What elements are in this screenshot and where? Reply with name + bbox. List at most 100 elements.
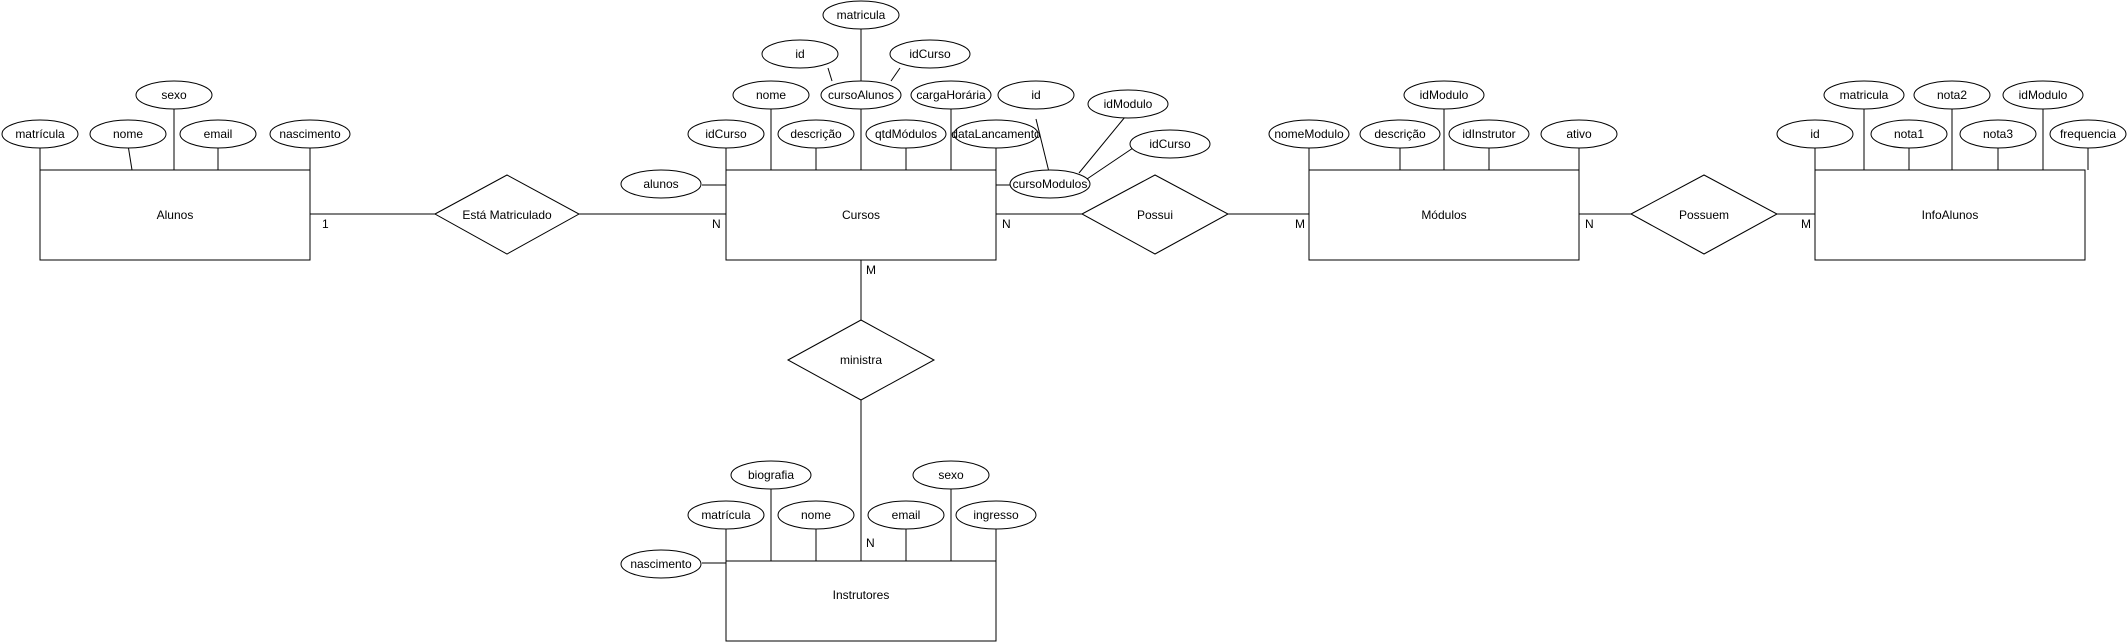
attribute-biografia: biografia	[730, 460, 812, 490]
svg-text:sexo: sexo	[938, 468, 964, 482]
svg-text:alunos: alunos	[643, 177, 678, 191]
svg-text:matricula: matricula	[837, 8, 886, 22]
attribute-nascimento: nascimento	[269, 119, 351, 149]
attribute-nota3: nota3	[1959, 119, 2037, 149]
cardinality-label: M	[1801, 217, 1811, 231]
svg-text:nomeModulo: nomeModulo	[1274, 127, 1344, 141]
svg-text:dataLancamento: dataLancamento	[951, 127, 1041, 141]
edge-attr	[1086, 147, 1134, 180]
entity-cursos: Cursos	[725, 169, 997, 261]
relationship-label: Possuem	[1679, 208, 1729, 222]
attribute-sexo: sexo	[135, 80, 213, 110]
attribute-nome: nome	[777, 500, 855, 530]
svg-text:matrícula: matrícula	[701, 508, 751, 522]
svg-text:matricula: matricula	[1840, 88, 1889, 102]
entity-info-alunos: InfoAlunos	[1814, 169, 2086, 261]
relationship-label: ministra	[840, 353, 882, 367]
attribute-nota2: nota2	[1913, 80, 1991, 110]
svg-text:idModulo: idModulo	[1420, 88, 1469, 102]
svg-text:id: id	[795, 47, 804, 61]
svg-text:nome: nome	[801, 508, 831, 522]
svg-text:sexo: sexo	[161, 88, 187, 102]
attribute-cargahoraria: cargaHorária	[910, 80, 992, 110]
attribute-matricula: matricula	[822, 0, 900, 30]
cardinality-label: N	[866, 536, 875, 550]
relationship-esta-matriculado: Está Matriculado	[433, 174, 581, 255]
svg-text:nascimento: nascimento	[630, 557, 692, 571]
relationship-ministra: ministra	[786, 319, 936, 401]
attribute-frequencia: frequencia	[2049, 119, 2127, 149]
cardinality-label: 1	[322, 217, 329, 231]
attribute-id: id	[761, 39, 839, 69]
svg-text:email: email	[892, 508, 921, 522]
svg-text:nota2: nota2	[1937, 88, 1967, 102]
attribute-email: email	[867, 500, 945, 530]
attribute-idmodulo: idModulo	[2002, 80, 2084, 110]
attribute-matricula: matrícula	[1, 119, 79, 149]
attribute-nome: nome	[89, 119, 167, 149]
relationship-possuem: Possuem	[1629, 174, 1779, 255]
svg-text:ativo: ativo	[1566, 127, 1592, 141]
svg-text:cursoModulos: cursoModulos	[1013, 177, 1088, 191]
svg-text:nascimento: nascimento	[279, 127, 341, 141]
attribute-sexo: sexo	[912, 460, 990, 490]
attribute-cursoalunos: cursoAlunos	[820, 80, 902, 110]
attribute-descricao: descrição	[1359, 119, 1441, 149]
attribute-nomemodulo: nomeModulo	[1268, 119, 1350, 149]
svg-text:nota1: nota1	[1894, 127, 1924, 141]
svg-text:ingresso: ingresso	[973, 508, 1019, 522]
cardinality-label: M	[1295, 217, 1305, 231]
entity-label: Módulos	[1421, 208, 1466, 222]
edge-attr	[127, 144, 133, 171]
entity-label: InfoAlunos	[1922, 208, 1979, 222]
svg-text:id: id	[1031, 88, 1040, 102]
attribute-cursomodulos: cursoModulos	[1009, 169, 1091, 199]
relationship-label: Está Matriculado	[462, 208, 552, 222]
cardinality-label: M	[866, 263, 876, 277]
svg-text:cursoAlunos: cursoAlunos	[828, 88, 894, 102]
svg-text:idModulo: idModulo	[1104, 97, 1153, 111]
entity-label: Cursos	[842, 208, 880, 222]
svg-text:idInstrutor: idInstrutor	[1462, 127, 1515, 141]
entity-instrutores: Instrutores	[725, 560, 997, 642]
attribute-datalancamento: dataLancamento	[951, 119, 1041, 149]
entity-modulos: Módulos	[1308, 169, 1580, 261]
attribute-nome: nome	[732, 80, 810, 110]
entity-label: Alunos	[157, 208, 194, 222]
cardinality-labels: 1 N N M N M M N	[322, 217, 1811, 550]
svg-text:nome: nome	[113, 127, 143, 141]
svg-text:idCurso: idCurso	[909, 47, 951, 61]
entity-label: Instrutores	[833, 588, 890, 602]
attribute-nascimento: nascimento	[620, 549, 702, 579]
svg-text:idCurso: idCurso	[1149, 137, 1191, 151]
cardinality-label: N	[712, 217, 721, 231]
svg-text:biografia: biografia	[748, 468, 794, 482]
attribute-idcurso: idCurso	[687, 119, 765, 149]
cardinality-label: N	[1585, 217, 1594, 231]
attribute-idmodulo: idModulo	[1087, 89, 1169, 119]
connector-lines	[39, 27, 2089, 564]
svg-text:nome: nome	[756, 88, 786, 102]
relationship-label: Possui	[1137, 208, 1173, 222]
edge-attr	[1078, 116, 1126, 174]
attribute-idcurso: idCurso	[889, 39, 971, 69]
edge-attr	[827, 67, 833, 82]
attribute-ativo: ativo	[1540, 119, 1618, 149]
attribute-idcurso: idCurso	[1129, 129, 1211, 159]
svg-text:frequencia: frequencia	[2060, 127, 2116, 141]
svg-text:qtdMódulos: qtdMódulos	[875, 127, 937, 141]
attribute-id: id	[1776, 119, 1854, 149]
attribute-alunos: alunos	[620, 169, 702, 199]
edge-attr	[890, 67, 901, 82]
attribute-ingresso: ingresso	[955, 500, 1037, 530]
relationship-possui: Possui	[1080, 174, 1230, 255]
cardinality-label: N	[1002, 217, 1011, 231]
attribute-idinstrutor: idInstrutor	[1448, 119, 1530, 149]
svg-text:cargaHorária: cargaHorária	[916, 88, 986, 102]
svg-text:idCurso: idCurso	[705, 127, 747, 141]
svg-text:descrição: descrição	[790, 127, 842, 141]
edge-attr	[1035, 118, 1050, 173]
svg-text:idModulo: idModulo	[2019, 88, 2068, 102]
attribute-matricula: matricula	[1823, 80, 1905, 110]
